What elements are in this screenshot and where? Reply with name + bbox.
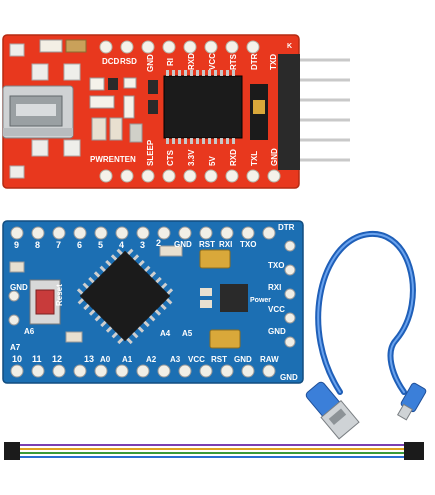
red-board-top-pads — [99, 40, 260, 54]
label-dtr-top: DTR — [250, 53, 259, 70]
pin-6: 6 — [77, 240, 82, 250]
label-power: Power — [250, 297, 271, 304]
label-txo-blue-top: TXO — [240, 240, 256, 249]
red-board-bottom-pads — [99, 169, 281, 183]
label-gnd-left: GND — [10, 283, 28, 292]
label-sleep: SLEEP — [146, 139, 155, 166]
pro-mini-board: 9 8 7 6 5 4 3 2 GND RST RXI TXO DTR TXO … — [2, 220, 304, 384]
label-gnd-top: GND — [146, 54, 155, 72]
pin-5: 5 — [98, 240, 103, 250]
label-gnd-blue-top: GND — [174, 240, 192, 249]
pin-11: 11 — [32, 354, 42, 364]
label-gnd-bottom-blue: GND — [234, 355, 252, 364]
blue-board-top-pads — [10, 226, 276, 240]
label-rst-blue-top: RST — [199, 240, 215, 249]
pin-10: 10 — [12, 354, 22, 364]
label-dtr-blue: DTR — [278, 223, 295, 232]
mini-usb-plug — [396, 382, 427, 421]
label-gnd-bottom: GND — [270, 148, 279, 166]
label-rst-bottom: RST — [211, 355, 227, 364]
label-txo-right: TXO — [268, 261, 284, 270]
dupont-jumper-wire — [4, 442, 424, 460]
label-gnd-corner: GND — [280, 373, 298, 382]
label-5v: 5V — [208, 156, 217, 166]
mini-usb-connector — [2, 85, 74, 139]
label-reset: Reset — [55, 284, 64, 306]
pin-4: 4 — [119, 240, 124, 250]
label-3v3: 3.3V — [187, 149, 196, 166]
ft232-chip — [163, 70, 243, 144]
label-vcc-top: VCC — [208, 53, 217, 70]
label-ri: RI — [166, 58, 175, 66]
label-raw: RAW — [260, 355, 279, 364]
label-vcc-right: VCC — [268, 305, 285, 314]
label-a5: A5 — [182, 329, 193, 338]
blue-board-side-pads — [8, 240, 296, 348]
label-a6: A6 — [24, 327, 35, 336]
label-rts: RTS — [229, 53, 238, 70]
label-txd-top: TXD — [269, 54, 278, 70]
label-a4: A4 — [160, 329, 171, 338]
voltage-jumper — [250, 84, 268, 140]
label-a1: A1 — [122, 355, 133, 364]
label-gnd-right: GND — [268, 327, 286, 336]
pin-8: 8 — [35, 240, 40, 250]
usb-a-plug — [305, 381, 360, 440]
pin-13: 13 — [84, 354, 94, 364]
red-board-header-pins — [278, 54, 350, 170]
label-vcc-bottom: VCC — [188, 355, 205, 364]
label-rxd-bottom: RXD — [229, 149, 238, 166]
label-a0: A0 — [100, 355, 111, 364]
pin-2: 2 — [156, 238, 161, 248]
label-a7: A7 — [10, 343, 21, 352]
pin-7: 7 — [56, 240, 61, 250]
label-rxi-blue-top: RXI — [219, 240, 232, 249]
pin-12: 12 — [52, 354, 62, 364]
label-dcd: DCD — [102, 57, 120, 66]
blue-board-bottom-pads — [10, 364, 276, 378]
usb-cable — [305, 230, 427, 440]
ftdi-usb-serial-board: DCD RSD GND RI RXD VCC RTS DTR TXD PWREN… — [2, 34, 350, 189]
label-a3: A3 — [170, 355, 181, 364]
atmega-chip — [76, 248, 174, 345]
label-rsd: RSD — [120, 57, 137, 66]
label-rxd-top: RXD — [187, 53, 196, 70]
label-cts-bottom: CTS — [166, 149, 175, 166]
label-rxi-right: RXI — [268, 283, 281, 292]
pin-9: 9 — [14, 240, 19, 250]
label-corner-k: K — [287, 43, 292, 50]
label-txl: TXL — [250, 151, 259, 166]
label-a2: A2 — [146, 355, 157, 364]
label-pwrenten: PWRENTEN — [90, 155, 136, 164]
reset-button — [29, 279, 61, 325]
pin-3: 3 — [140, 240, 145, 250]
